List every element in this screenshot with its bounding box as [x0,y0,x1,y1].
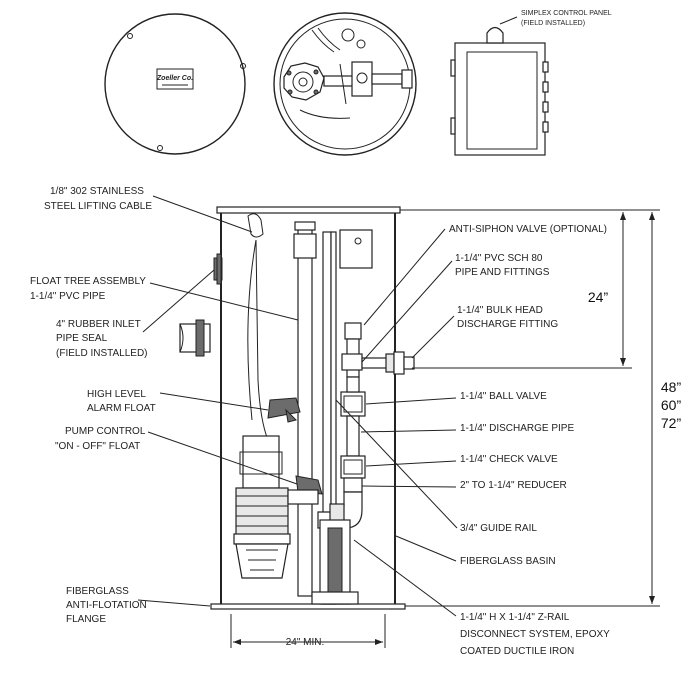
label-cable-2: STEEL LIFTING CABLE [44,201,152,212]
right-labels: ANTI-SIPHON VALVE (OPTIONAL) 1-1/4" PVC … [449,224,610,657]
label-alarm-float-2: ALARM FLOAT [87,403,156,414]
label-reducer: 2" TO 1-1/4" REDUCER [460,480,567,491]
lid-logo: Zoeller Co. [156,75,193,82]
label-bulkhead-2: DISCHARGE FITTING [457,319,558,330]
panel-label-line1: SIMPLEX CONTROL PANEL [521,10,612,17]
label-inlet-1: 4" RUBBER INLET [56,319,141,330]
label-pump-float-2: "ON - OFF" FLOAT [55,441,140,452]
control-panel-view: SIMPLEX CONTROL PANEL (FIELD INSTALLED) [450,10,612,156]
label-alarm-float-1: HIGH LEVEL [87,389,146,400]
label-float-tree-2: 1-1/4" PVC PIPE [30,291,106,302]
label-anti-siphon: ANTI-SIPHON VALVE (OPTIONAL) [449,224,607,235]
label-flange-3: FLANGE [66,614,106,625]
dim-72: 72” [661,415,682,431]
label-pvc-1: 1-1/4" PVC SCH 80 [455,253,543,264]
label-zrail-1: 1-1/4" H X 1-1/4" Z-RAIL [460,612,570,623]
label-float-tree-1: FLOAT TREE ASSEMBLY [30,276,146,287]
dim-60: 60” [661,397,682,413]
label-guide-rail: 3/4" GUIDE RAIL [460,523,537,534]
dimension-lines [230,209,660,648]
label-cable-1: 1/8" 302 STAINLESS [50,186,144,197]
label-check-valve: 1-1/4" CHECK VALVE [460,454,558,465]
label-discharge-pipe: 1-1/4" DISCHARGE PIPE [460,423,574,434]
dim-24: 24” [588,289,609,305]
pump [233,435,319,579]
basin-top-view [273,12,417,156]
dim-24-min: 24" MIN. [286,637,325,648]
left-labels: 1/8" 302 STAINLESS STEEL LIFTING CABLE F… [30,186,156,625]
dim-48: 48” [661,379,682,395]
label-flange-1: FIBERGLASS [66,586,129,597]
label-inlet-2: PIPE SEAL [56,333,108,344]
label-pump-float-1: PUMP CONTROL [65,426,146,437]
basin-elevation [179,206,415,610]
label-bulkhead-1: 1-1/4" BULK HEAD [457,305,543,316]
label-zrail-2: DISCONNECT SYSTEM, EPOXY [460,629,610,640]
dimension-labels: 24” 48” 60” 72” 24" MIN. [286,289,682,648]
label-flange-2: ANTI-FLOTATION [66,600,147,611]
label-basin: FIBERGLASS BASIN [460,556,556,567]
leader-lines [137,195,458,617]
label-ball-valve: 1-1/4" BALL VALVE [460,391,547,402]
label-inlet-3: (FIELD INSTALLED) [56,348,148,359]
lid-top-view: Zoeller Co. [104,13,246,155]
label-pvc-2: PIPE AND FITTINGS [455,267,550,278]
label-zrail-3: COATED DUCTILE IRON [460,646,574,657]
panel-label-line2: (FIELD INSTALLED) [521,20,585,27]
